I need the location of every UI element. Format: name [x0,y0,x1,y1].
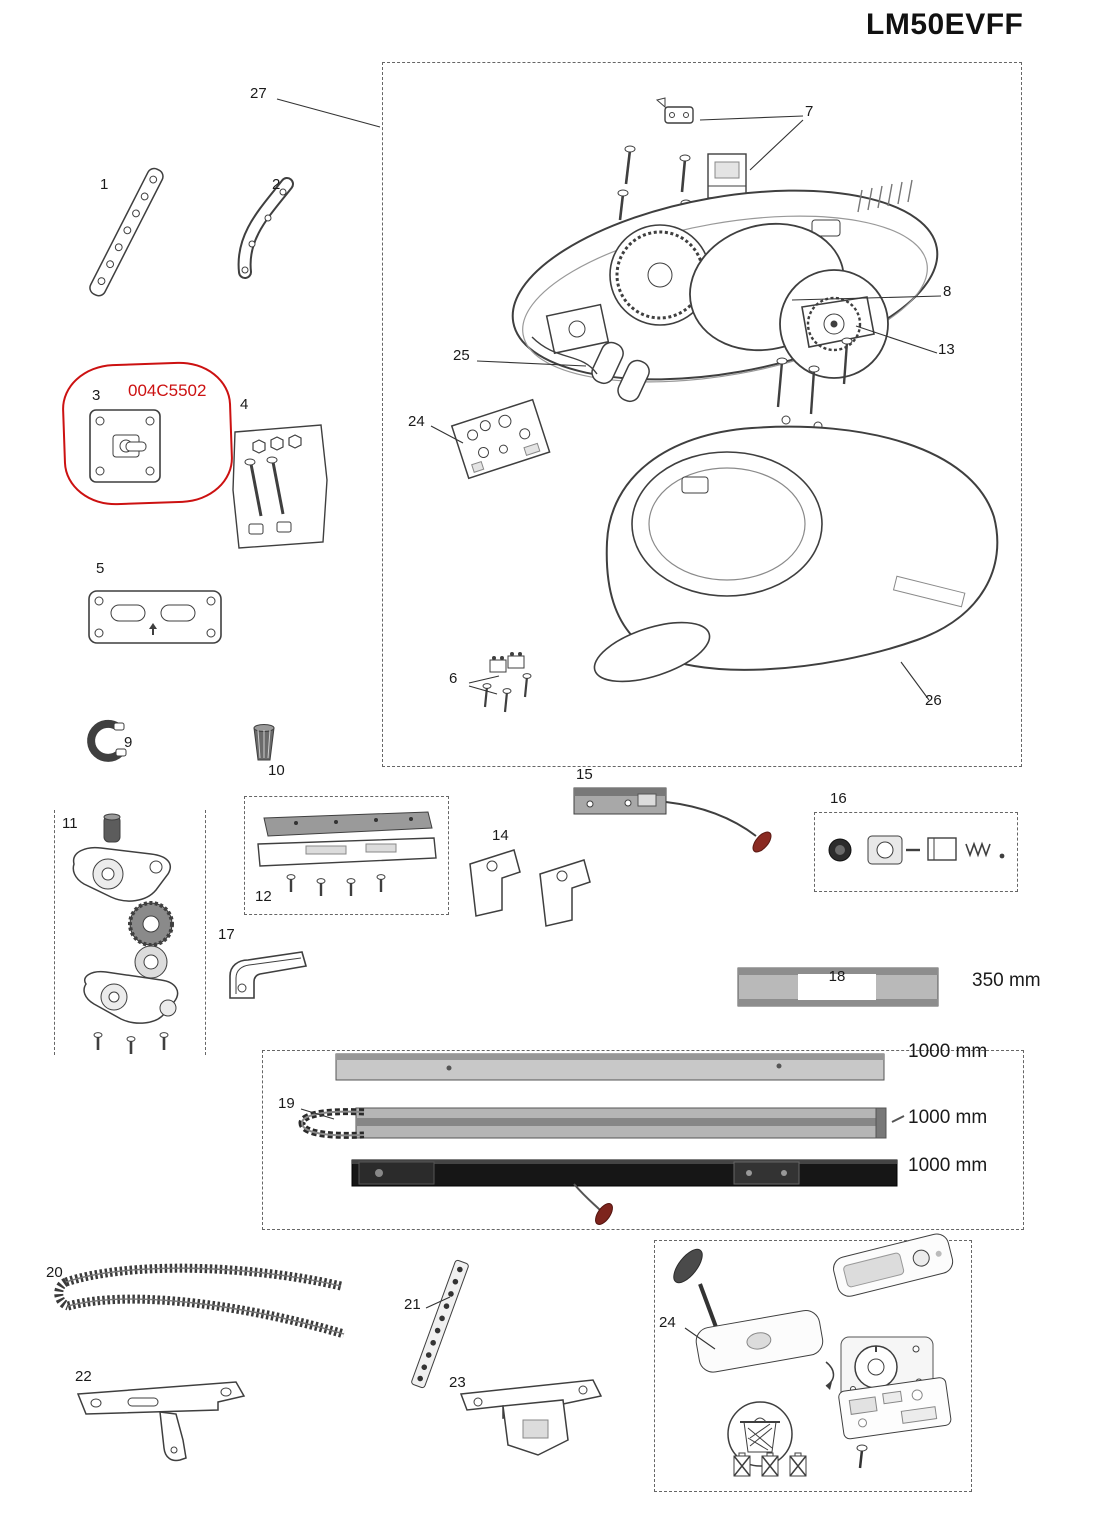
dimension-1000mm-3: 1000 mm [908,1155,988,1176]
callout-5: 5 [96,560,105,577]
callout-4: 4 [240,396,249,413]
part-9-clip-drawing [87,719,127,762]
part-22-door-bracket-drawing [76,1381,246,1462]
callout-25: 25 [453,347,470,364]
highlighted-part-number: 004C5502 [128,381,207,400]
callout-17: 17 [218,926,235,943]
battery-disposal-icon [727,1401,793,1467]
callout-14: 14 [492,827,509,844]
part-24-accessory-kit-drawing [673,1233,954,1477]
callout-8: 8 [943,283,952,300]
callout-15: 15 [576,766,593,783]
part-19-rail-assembly-drawing [298,1053,905,1225]
part-17-bracket-drawing [229,951,308,999]
callout-1: 1 [100,176,109,193]
callout-2: 2 [272,176,281,193]
dimension-1000mm-1: 1000 mm [908,1041,988,1062]
callout-22: 22 [75,1368,92,1385]
accessory-kit-box [654,1240,972,1492]
part-10-cone-drawing [253,724,275,761]
callout-9: 9 [124,734,133,751]
dimension-1000mm-2: 1000 mm [908,1107,988,1128]
callout-19: 19 [278,1095,295,1112]
callout-12: 12 [255,888,272,905]
rail-bottom-with-trolley [351,1159,898,1225]
part-2-curved-arm-drawing [237,177,294,279]
part-16-switch-kit-drawing [828,835,1005,865]
rail-middle-with-chain [298,1107,905,1139]
part-23-trolley-bracket-drawing [459,1379,603,1456]
page-title: LM50EVFF [866,8,1024,41]
part-14-plates-drawing [469,849,591,927]
dimension-350mm: 350 mm [972,970,1041,991]
remote-control-1 [833,1233,954,1297]
part-11-box [54,810,206,1055]
motor-screws [776,337,853,431]
gearbox-and-capacitors [531,303,650,403]
callout-18: 18 [828,968,846,985]
battery-symbols [733,1452,807,1477]
part-20-belt-drawing [54,1263,346,1339]
part-24-logic-board [450,398,551,480]
callout-10: 10 [268,762,285,779]
callout-7: 7 [805,103,814,120]
rail-kit-box [262,1050,1024,1230]
cover-housing [593,425,999,683]
part-1-strap-drawing [89,167,164,297]
part-5-slotted-plate-drawing [88,590,222,644]
part-15-trolley-release-drawing [573,787,772,853]
callout-21: 21 [404,1296,421,1313]
callout-23: 23 [449,1374,466,1391]
part-3-clevis-plate-drawing [89,409,161,483]
receiver-board [838,1377,952,1440]
callout-13: 13 [938,341,955,358]
callout-16: 16 [830,790,847,807]
main-assembly-box [382,62,1022,767]
callout-26: 26 [925,692,942,709]
remote-control-2 [695,1310,824,1373]
part-12-header-bracket-drawing [257,811,437,896]
part-16-box [814,812,1018,892]
callout-6: 6 [449,670,458,687]
part-12-box [244,796,449,915]
part-11-sprocket-assembly-drawing [72,813,179,1054]
rail-top [335,1053,885,1081]
main-assembly-drawing [450,97,999,713]
callout-20: 20 [46,1264,63,1281]
callout-11: 11 [62,815,78,832]
callout-24b: 24 [659,1314,676,1331]
part-18-rail-drawing [737,967,939,1007]
part-4-hardware-bag-drawing [232,424,328,549]
part-6-fasteners [482,652,532,713]
callout-27: 27 [250,85,267,102]
callout-3: 3 [92,387,101,404]
callout-24: 24 [408,413,425,430]
